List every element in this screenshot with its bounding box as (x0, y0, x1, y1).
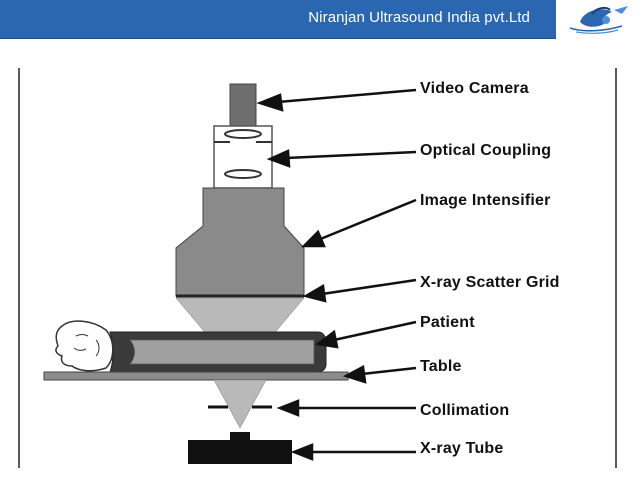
lower-lens-shape (224, 169, 262, 179)
upper-lens-shape (224, 129, 262, 139)
header-title: Niranjan Ultrasound India pvt.Ltd (308, 9, 530, 26)
fluoroscopy-diagram (43, 83, 417, 464)
label-collimation: Collimation (420, 402, 510, 419)
diagram-frame: Video Camera Optical Coupling Image Inte… (18, 68, 618, 468)
label-video-camera: Video Camera (420, 80, 529, 97)
header-bar: Niranjan Ultrasound India pvt.Ltd (0, 0, 556, 39)
frame-right-border (615, 68, 617, 468)
company-logo-icon (569, 6, 628, 34)
video-camera-shape (229, 83, 257, 127)
label-patient: Patient (420, 314, 475, 331)
logo-area (556, 0, 638, 38)
label-image-intensifier: Image Intensifier (420, 192, 551, 209)
xray-tube-neck-shape (230, 432, 250, 440)
pointer-arrows (256, 88, 417, 461)
frame-left-border (18, 68, 20, 468)
xray-beam-lower (213, 379, 267, 429)
label-xray-tube: X-ray Tube (420, 440, 504, 457)
xray-tube-shape (188, 440, 292, 464)
patient-body-inner (129, 339, 315, 365)
table-shape (43, 371, 349, 381)
label-xray-scatter-grid: X-ray Scatter Grid (420, 274, 560, 291)
label-table: Table (420, 358, 462, 375)
label-optical-coupling: Optical Coupling (420, 142, 552, 159)
image-intensifier-shape (175, 187, 305, 297)
patient-head-shape (55, 320, 114, 372)
